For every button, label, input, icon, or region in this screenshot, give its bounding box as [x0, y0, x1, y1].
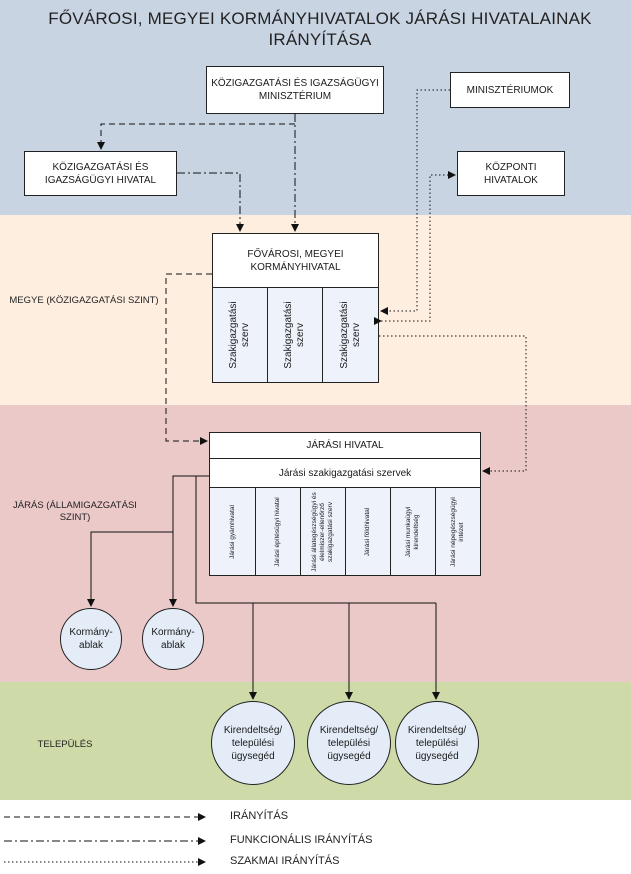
level-label-jaras: JÁRÁS (ÁLLAMIGAZGATÁSI SZINT)	[13, 500, 137, 523]
legend-label-szakmai: SZAKMAI IRÁNYÍTÁS	[230, 855, 340, 867]
diagram-title: FŐVÁROSI, MEGYEI KORMÁNYHIVATALOK JÁRÁSI…	[48, 9, 592, 49]
node-kormanyablak-2: Kormány-ablak	[142, 608, 204, 670]
node-jarasi-szakigazgatasi: Járási szakigazgatási szervek	[209, 458, 481, 488]
legend-label-funkcionalis: FUNKCIONÁLIS IRÁNYÍTÁS	[230, 834, 373, 846]
edge-jarasi-kormanyablak-1	[87, 475, 209, 607]
node-kormanyhivatal: FŐVÁROSI, MEGYEI KORMÁNYHIVATAL	[212, 233, 379, 288]
edge-szakig-jarasi-szakig	[379, 335, 527, 475]
node-kirendeltseg-1: Kirendeltség/ települési ügysegéd	[211, 701, 295, 785]
cell-szakigazgatasi-2: Szakigazgatási szerv	[267, 287, 323, 383]
node-kim: KÖZIGAZGATÁSI ÉS IGAZSÁGÜGYI MINISZTÉRIU…	[206, 66, 384, 114]
node-jarasi-hivatal: JÁRÁSI HIVATAL	[209, 432, 481, 459]
node-kirendeltseg-2: Kirendeltség/ települési ügysegéd	[307, 701, 391, 785]
cell-jarasi-szerv-1: Járási gyámhivatal	[209, 487, 256, 576]
cell-szakigazgatasi-3: Szakigazgatási szerv	[322, 287, 379, 383]
node-kozponti: KÖZPONTI HIVATALOK	[457, 151, 565, 196]
edge-kozponti-szakig	[374, 171, 456, 325]
edge-miniszteriumok-szakig	[380, 89, 450, 315]
cell-jarasi-szerv-3: Járási állategészségügyi és élelmiszer-e…	[300, 487, 346, 576]
level-label-telepules: TELEPÜLÉS	[37, 739, 93, 750]
edge-kormanyhivatal-jarasi	[165, 273, 212, 445]
edge-kim-kih	[97, 114, 296, 150]
cell-jarasi-szerv-4: Járási földhivatal	[345, 487, 391, 576]
edge-jarasi-kirendeltseg	[195, 475, 436, 604]
cell-jarasi-szerv-6: Járási népegészségügyi intézet	[435, 487, 481, 576]
level-label-megye: MEGYE (KÖZIGAZGATÁSI SZINT)	[9, 295, 159, 306]
node-kirendeltseg-3: Kirendeltség/ települési ügysegéd	[395, 701, 479, 785]
node-kormanyablak-1: Kormány-ablak	[60, 608, 122, 670]
edge-kih-kormanyhivatal	[177, 172, 244, 232]
node-kih: KÖZIGAZGATÁSI ÉS IGAZSÁGÜGYI HIVATAL	[24, 151, 177, 196]
node-miniszteriumok: MINISZTÉRIUMOK	[450, 72, 570, 108]
legend-label-iranyitas: IRÁNYÍTÁS	[230, 810, 289, 822]
cell-szakigazgatasi-1: Szakigazgatási szerv	[212, 287, 268, 383]
